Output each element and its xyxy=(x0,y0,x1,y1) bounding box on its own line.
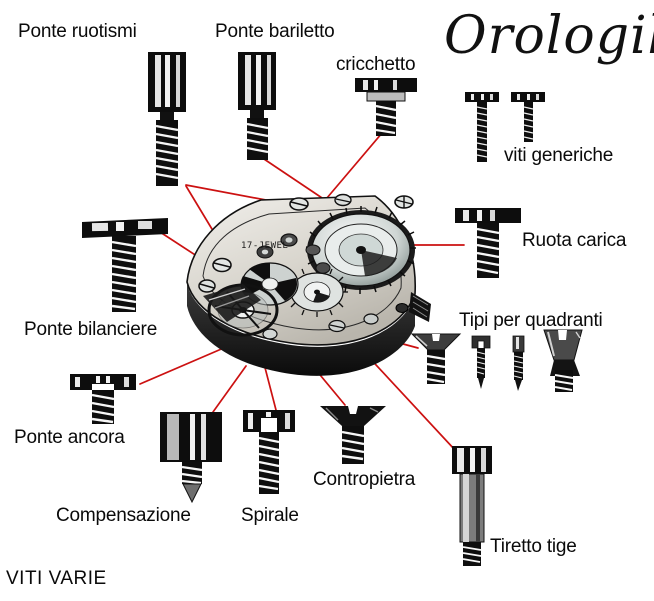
screw-cricchetto xyxy=(355,78,417,138)
screw-quadrante-1 xyxy=(410,333,462,388)
screw-quadrante-2 xyxy=(470,335,492,390)
screw-ponte-ancora xyxy=(70,374,136,426)
mainspring-barrel-icon xyxy=(305,206,416,294)
figure-footer-title: VITI VARIE xyxy=(6,568,107,589)
plate-jewels xyxy=(198,193,414,340)
screw-quadrante-3 xyxy=(507,335,529,392)
winding-stem xyxy=(409,292,431,322)
label-viti-generiche: viti generiche xyxy=(504,145,614,166)
screw-compensazione xyxy=(160,412,222,504)
screw-ponte-ruotismi xyxy=(142,52,192,187)
label-ponte-bariletto: Ponte bariletto xyxy=(215,21,335,42)
label-tipi-per-quadranti: Tipi per quadranti xyxy=(459,310,603,331)
keyless-works xyxy=(203,284,261,322)
screw-contropietra xyxy=(320,406,386,468)
screw-generic-1 xyxy=(465,92,499,164)
label-tiretto-tige: Tiretto tige xyxy=(490,536,577,557)
label-compensazione: Compensazione xyxy=(56,505,191,526)
screw-tiretto-tige xyxy=(450,446,494,568)
screw-ruota-carica xyxy=(455,208,521,280)
screw-spirale xyxy=(243,410,295,496)
watch-movement-icon: 17-JEWEL xyxy=(165,188,435,388)
label-spirale: Spirale xyxy=(241,505,299,526)
movement-engraving: 17-JEWEL xyxy=(241,241,288,251)
screw-ponte-bariletto xyxy=(232,52,282,162)
label-contropietra: Contropietra xyxy=(313,469,416,490)
label-ponte-bilanciere: Ponte bilanciere xyxy=(24,319,158,340)
brand-wordmark: Orologiko xyxy=(444,6,654,66)
label-cricchetto: cricchetto xyxy=(336,54,416,75)
screw-quadrante-4 xyxy=(540,329,586,392)
label-ponte-ancora: Ponte ancora xyxy=(14,427,125,448)
screw-generic-2 xyxy=(511,92,545,144)
label-ponte-ruotismi: Ponte ruotismi xyxy=(18,21,137,42)
label-ruota-carica: Ruota carica xyxy=(522,230,627,251)
screw-ponte-bilanciere xyxy=(82,218,168,316)
gear-icon xyxy=(285,267,348,317)
